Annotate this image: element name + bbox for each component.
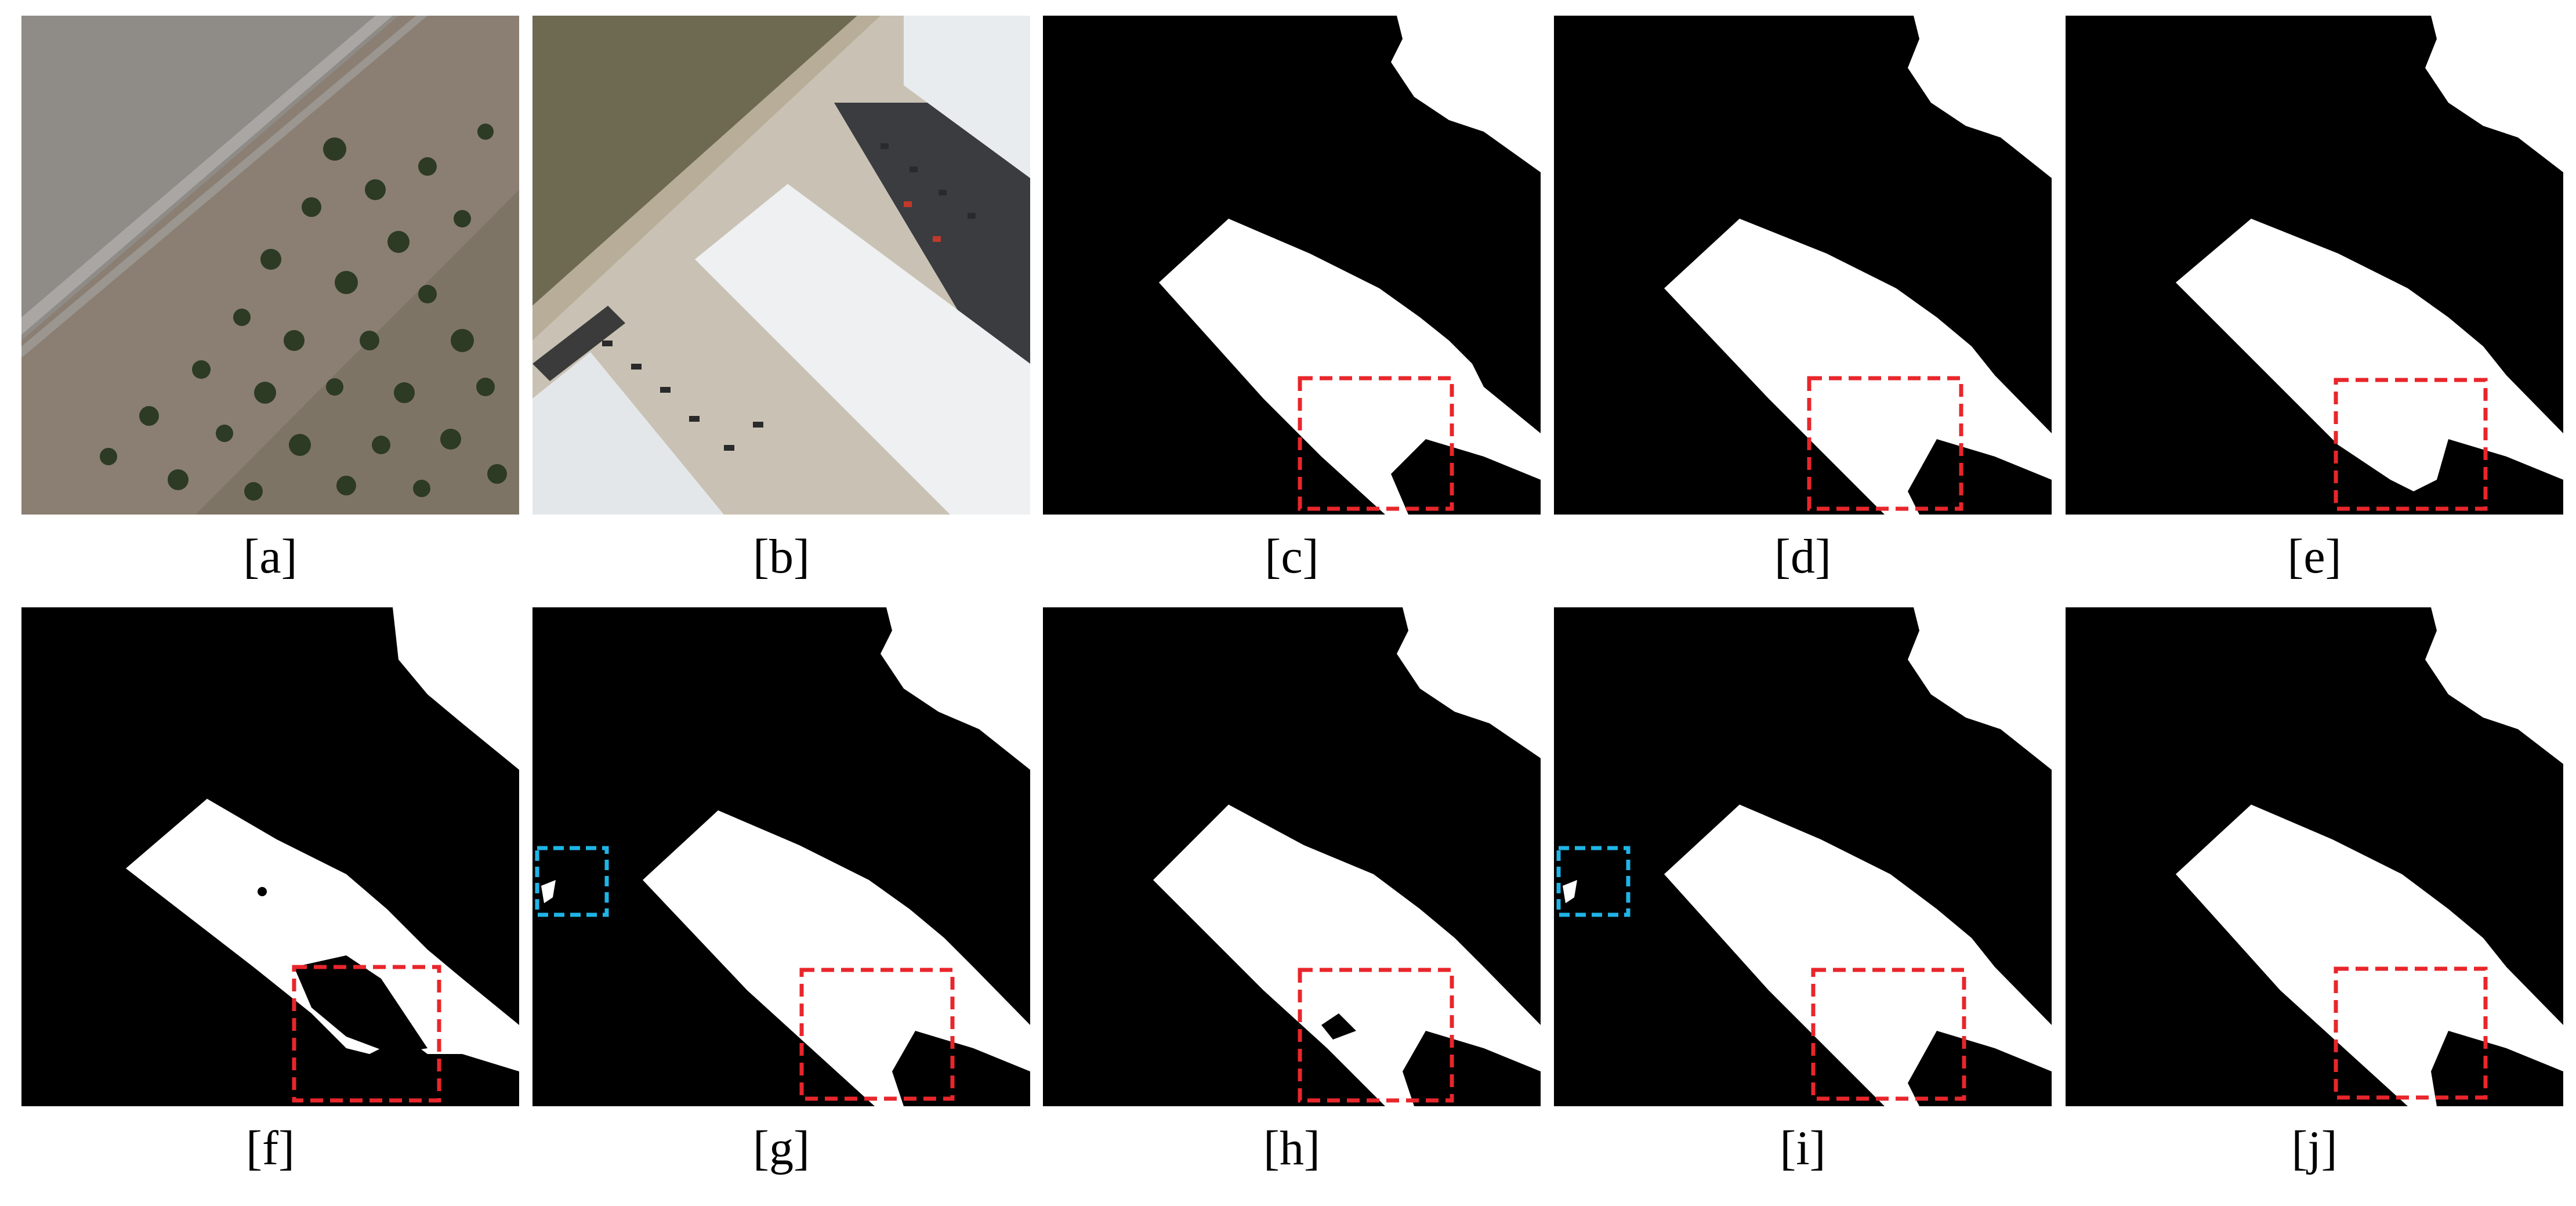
farmland-satellite-image	[21, 16, 519, 515]
red-highlight-box	[1298, 376, 1454, 511]
panel-h-label: [h]	[1263, 1121, 1320, 1175]
segmentation-mask-c	[1043, 16, 1541, 515]
panel-a-label: [a]	[243, 530, 298, 584]
segmentation-mask-f	[21, 607, 519, 1106]
segmentation-mask-g	[532, 607, 1030, 1106]
panel-c-segmentation-mask	[1043, 16, 1541, 515]
segmentation-mask-h	[1043, 607, 1541, 1106]
red-highlight-box	[799, 968, 955, 1101]
panel-i-label: [i]	[1780, 1121, 1826, 1175]
cyan-highlight-box	[1556, 846, 1631, 917]
panel-c-label: [c]	[1265, 530, 1319, 584]
red-highlight-box	[1807, 376, 1963, 511]
red-highlight-box	[1811, 968, 1966, 1101]
panel-e-label: [e]	[2287, 530, 2342, 584]
panel-e-segmentation-mask	[2066, 16, 2563, 515]
cyan-highlight-box	[535, 846, 609, 917]
panel-b-satellite-image	[532, 16, 1030, 515]
panel-g-label: [g]	[753, 1121, 810, 1175]
panel-g-segmentation-mask	[532, 607, 1030, 1106]
segmentation-mask-j	[2066, 607, 2563, 1106]
red-highlight-box	[1298, 968, 1454, 1103]
panel-j-label: [j]	[2291, 1121, 2338, 1175]
panel-f-label: [f]	[246, 1121, 295, 1175]
panel-a-satellite-image	[21, 16, 519, 515]
panel-d-segmentation-mask	[1554, 16, 2052, 515]
panel-h-segmentation-mask	[1043, 607, 1541, 1106]
panel-f-segmentation-mask	[21, 607, 519, 1106]
panel-d-label: [d]	[1774, 530, 1831, 584]
segmentation-mask-i	[1554, 607, 2052, 1106]
panel-i-segmentation-mask	[1554, 607, 2052, 1106]
building-satellite-image	[532, 16, 1030, 515]
segmentation-mask-e	[2066, 16, 2563, 515]
segmentation-mask-d	[1554, 16, 2052, 515]
panel-b-label: [b]	[753, 530, 810, 584]
panel-j-segmentation-mask	[2066, 607, 2563, 1106]
